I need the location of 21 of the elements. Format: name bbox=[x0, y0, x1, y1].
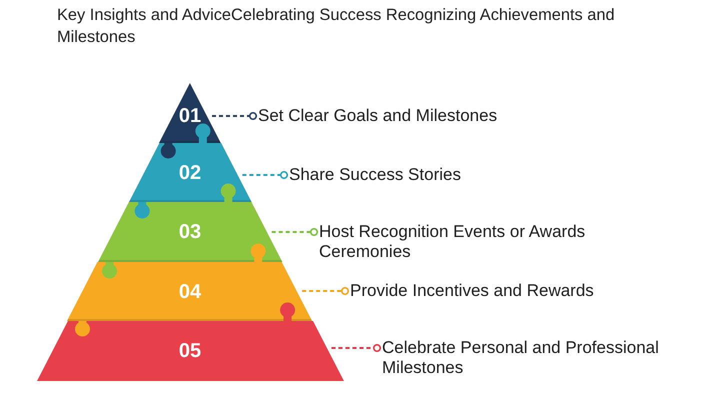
level-number: 05 bbox=[178, 340, 202, 362]
level-number: 01 bbox=[178, 105, 202, 127]
pyramid-level bbox=[36, 321, 344, 381]
pyramid-level bbox=[128, 143, 252, 202]
leader-line bbox=[331, 344, 381, 352]
leader-line bbox=[242, 171, 288, 179]
leader-line bbox=[212, 112, 257, 120]
leader-line bbox=[302, 287, 349, 295]
title: Key Insights and AdviceCelebrating Success Recognizing Achievements and Milestones bbox=[57, 5, 616, 48]
step-label: Host Recognition Events or Awards Ceremonies bbox=[319, 222, 629, 262]
level-number: 03 bbox=[178, 221, 202, 243]
step-label: Set Clear Goals and Milestones bbox=[258, 106, 558, 126]
level-number: 04 bbox=[178, 280, 202, 302]
pyramid-level bbox=[159, 83, 221, 143]
step-label: Share Success Stories bbox=[289, 165, 589, 185]
step-label: Celebrate Personal and Professional Milestones bbox=[382, 338, 704, 378]
pyramid-level bbox=[98, 202, 282, 262]
pyramid-level bbox=[67, 262, 313, 321]
leader-line bbox=[272, 228, 318, 236]
step-label: Provide Incentives and Rewards bbox=[350, 281, 650, 301]
level-number: 02 bbox=[178, 162, 202, 184]
